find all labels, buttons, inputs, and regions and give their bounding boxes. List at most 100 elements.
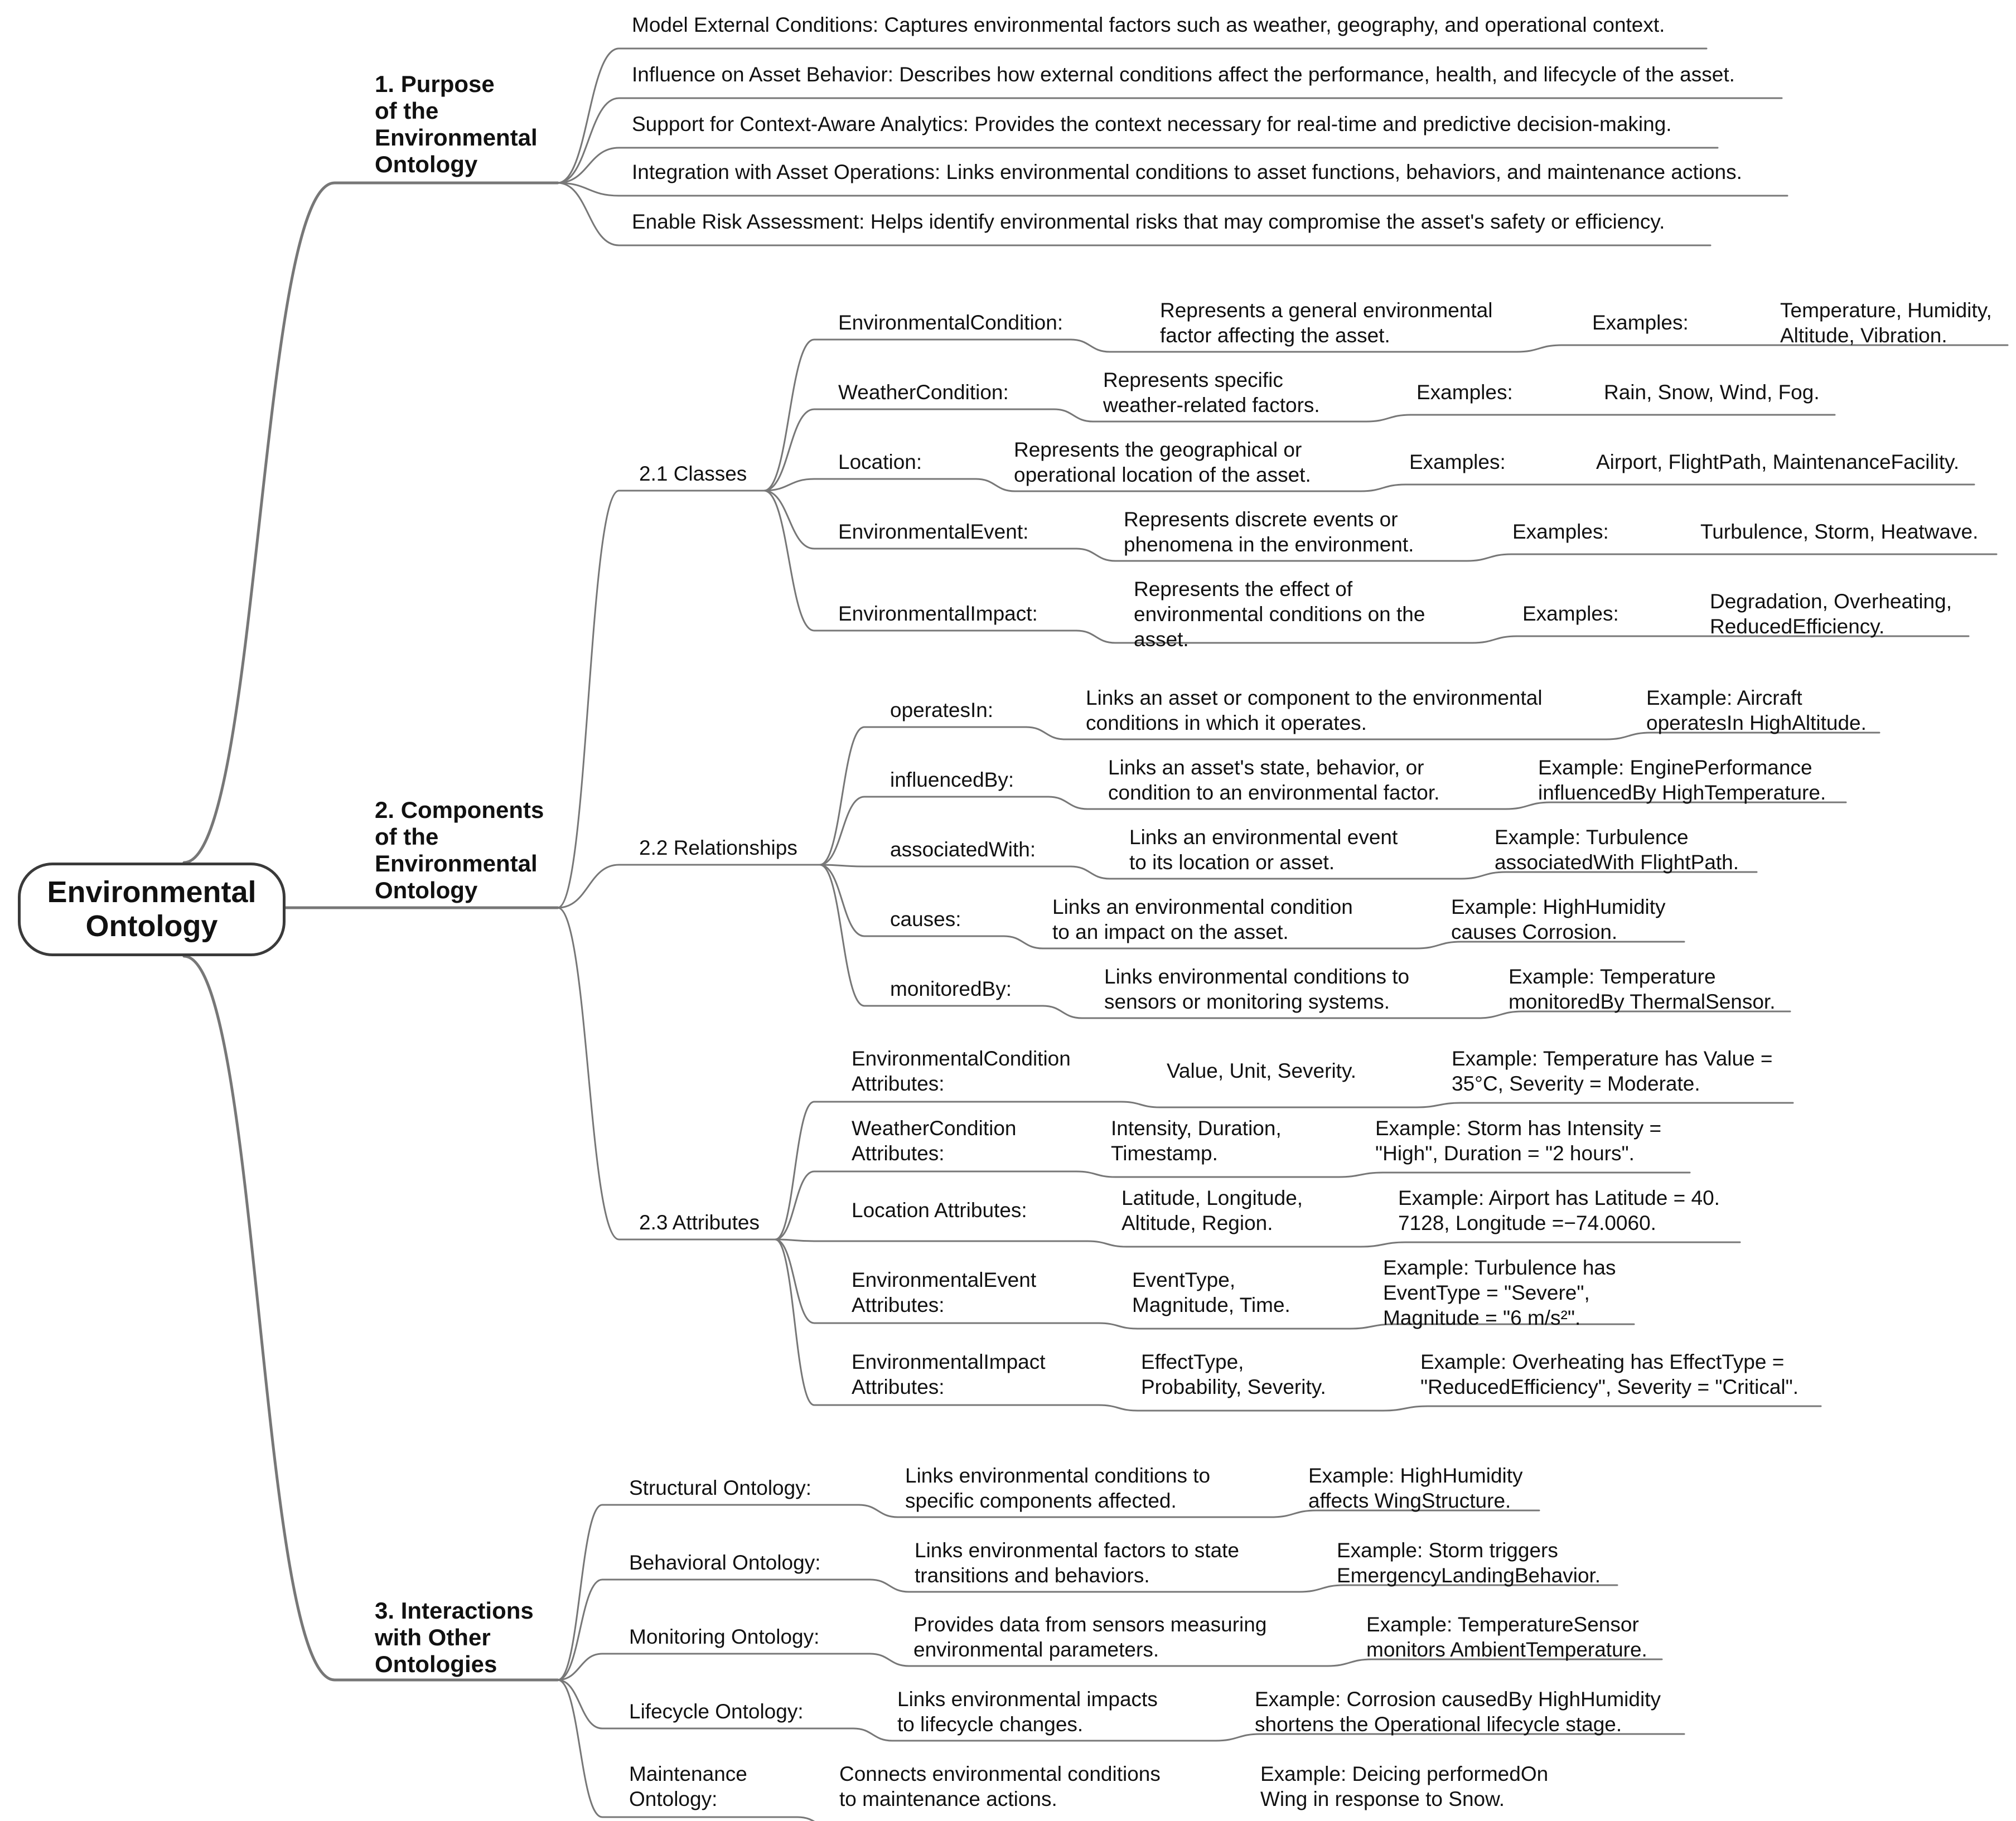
attribute-values-line (1098, 1404, 1384, 1412)
attribute-values: Value, Unit, Severity. (1167, 1059, 1356, 1082)
relationship-example-line (1460, 871, 1758, 880)
attribute-example: Example: Storm has Intensity = "High", D… (1375, 1117, 1662, 1165)
relationship-connector (819, 864, 1044, 1007)
interaction-connector (557, 1653, 871, 1681)
purpose-item: Integration with Asset Operations: Links… (632, 161, 1742, 183)
attribute-example: Example: Turbulence has EventType = "Sev… (1383, 1256, 1616, 1329)
relationship-name: operatesIn: (890, 699, 994, 721)
class-description: Represents a general environmental facto… (1160, 299, 1493, 347)
interaction-description-line (796, 1816, 815, 1821)
relationship-example-line (1415, 941, 1685, 950)
attribute-connector (774, 1238, 1100, 1406)
attribute-connector (774, 1238, 1100, 1324)
purpose-item: Enable Risk Assessment: Helps identify e… (632, 210, 1665, 233)
interaction-example-line (1326, 1658, 1663, 1667)
section-interactions-title: 3. Interactions with Other Ontologies (375, 1597, 534, 1677)
class-example-line (1466, 553, 1998, 562)
attribute-name: Location Attributes: (852, 1199, 1027, 1222)
class-connector (763, 338, 1072, 492)
purpose-connector (557, 47, 1708, 184)
relationship-description-line (1070, 865, 1462, 880)
root-to-purpose (182, 181, 559, 864)
relationship-connector (819, 864, 1072, 868)
purpose-connector (557, 182, 1788, 197)
relationship-name: associatedWith: (890, 838, 1036, 861)
root-node-label: Environmental Ontology (47, 875, 257, 943)
class-name: EnvironmentalImpact: (838, 602, 1038, 625)
class-example-line (1365, 414, 1836, 423)
relationship-example-line (1605, 732, 1880, 740)
components-to-classes (557, 490, 765, 909)
attribute-connector (774, 1170, 1077, 1241)
relationship-example-line (1477, 1010, 1791, 1019)
attribute-values: Latitude, Longitude, Altitude, Region. (1121, 1186, 1303, 1234)
class-examples: Turbulence, Storm, Heatwave. (1700, 520, 1979, 543)
attributes-label: 2.3 Attributes (639, 1211, 760, 1234)
class-examples-label: Examples: (1512, 520, 1609, 543)
interaction-connector (557, 1679, 799, 1818)
interaction-connector (557, 1679, 854, 1730)
attribute-values-line (1120, 1101, 1418, 1108)
interaction-example-line (1215, 1733, 1685, 1742)
root-node: Environmental Ontology (18, 863, 286, 956)
class-name: Location: (838, 451, 922, 473)
relationship-example-line (1505, 801, 1847, 810)
class-examples: Temperature, Humidity, Altitude, Vibrati… (1780, 299, 1992, 347)
class-connector (763, 490, 1077, 632)
relationship-description-line (1003, 935, 1418, 950)
interaction-example: Example: HighHumidity affects WingStruct… (1308, 1464, 1523, 1512)
interaction-connector (557, 1504, 860, 1681)
attribute-values: EffectType, Probability, Severity. (1141, 1350, 1326, 1398)
attribute-values-line (1086, 1240, 1362, 1248)
interaction-description-line (869, 1578, 1301, 1593)
purpose-item: Model External Conditions: Captures envi… (632, 13, 1665, 36)
relationships-label: 2.2 Relationships (639, 836, 797, 859)
relationship-description: Links environmental conditions to sensor… (1104, 965, 1410, 1013)
class-description-line (1075, 629, 1473, 644)
class-examples: Rain, Snow, Wind, Fog. (1604, 381, 1820, 404)
class-description-line (1070, 338, 1518, 353)
class-name: EnvironmentalCondition: (838, 311, 1063, 334)
relationship-example: Example: Aircraft operatesIn HighAltitud… (1646, 686, 1867, 734)
class-examples-label: Examples: (1409, 451, 1506, 473)
attribute-name: EnvironmentalImpact Attributes: (852, 1350, 1046, 1398)
attribute-example-line (1348, 1323, 1635, 1330)
interaction-description-line (869, 1653, 1328, 1667)
interaction-example: Example: Storm triggers EmergencyLanding… (1337, 1539, 1601, 1587)
class-description: Represents specific weather-related fact… (1103, 369, 1320, 416)
interaction-name: Lifecycle Ontology: (629, 1700, 804, 1723)
attribute-connector (774, 1101, 1122, 1241)
attribute-example: Example: Temperature has Value = 35°C, S… (1452, 1047, 1773, 1095)
components-to-relationships (557, 864, 821, 909)
attribute-example-line (1382, 1405, 1822, 1412)
class-examples-label: Examples: (1416, 381, 1513, 404)
class-examples: Degradation, Overheating, ReducedEfficie… (1710, 590, 1952, 638)
class-connector (763, 408, 1055, 492)
interaction-name: Maintenance Ontology: (629, 1762, 747, 1810)
relationship-description-line (1047, 796, 1507, 810)
relationship-description: Links an asset or component to the envir… (1086, 686, 1543, 734)
interaction-description: Links environmental factors to state tra… (915, 1539, 1240, 1587)
attribute-example-line (1360, 1241, 1741, 1248)
attribute-values: Intensity, Duration, Timestamp. (1111, 1117, 1282, 1165)
relationship-example: Example: EnginePerformance influencedBy … (1538, 756, 1826, 804)
attribute-values-line (1098, 1322, 1351, 1330)
interaction-description-line (852, 1727, 1217, 1742)
purpose-item: Influence on Asset Behavior: Describes h… (632, 63, 1735, 86)
root-to-interactions (182, 955, 559, 1682)
interaction-description: Provides data from sensors measuring env… (913, 1613, 1267, 1661)
purpose-connector (557, 97, 1783, 184)
interaction-description: Connects environmental conditions to mai… (839, 1762, 1161, 1810)
relationship-description-line (1025, 726, 1607, 740)
relationship-example: Example: HighHumidity causes Corrosion. (1451, 895, 1666, 943)
interaction-example-line (1298, 1584, 1618, 1593)
class-example-line (1471, 635, 1970, 644)
attribute-example-line (1337, 1171, 1691, 1178)
class-connector (763, 478, 977, 492)
relationship-connector (819, 864, 1005, 937)
class-examples-label: Examples: (1592, 311, 1689, 334)
interaction-description-line (858, 1504, 1273, 1518)
attribute-example-line (1415, 1102, 1794, 1108)
relationship-description: Links an asset's state, behavior, or con… (1108, 756, 1440, 804)
